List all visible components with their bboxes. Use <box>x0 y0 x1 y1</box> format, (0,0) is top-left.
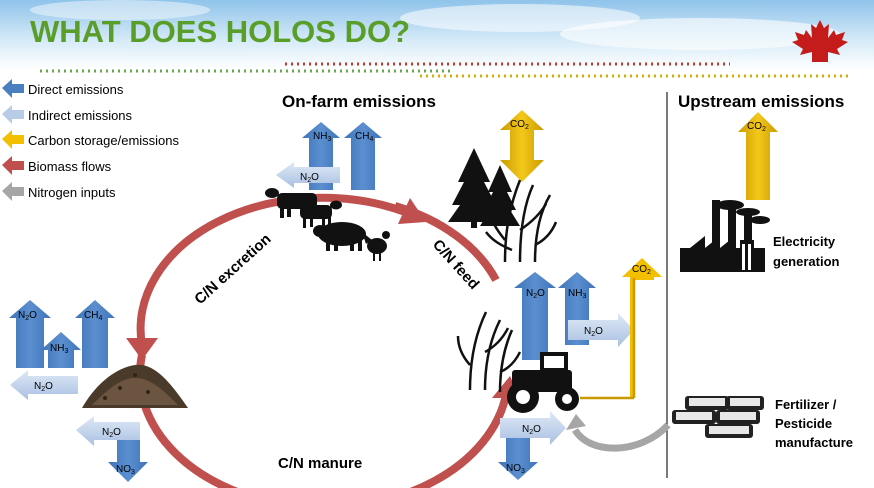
cow-icon <box>300 200 342 228</box>
legend-label-nitrogen: Nitrogen inputs <box>28 185 116 200</box>
legend-label-biomass: Biomass flows <box>28 159 112 174</box>
section-title-upstream: Upstream emissions <box>678 92 844 111</box>
label-electricity-line2: generation <box>773 254 840 269</box>
arrow-manure-n2o <box>9 300 51 368</box>
gas-manure-nh3: NH3 <box>50 343 68 355</box>
upstream-co2: CO2 <box>738 112 778 200</box>
soil-emissions-right: N2O NO3 <box>498 411 566 480</box>
cloud <box>560 18 840 50</box>
arrow-carbon-trees <box>500 110 544 182</box>
arrow-manure-leach-n2o <box>76 416 140 446</box>
chicken-icon <box>362 231 390 261</box>
legend-label-direct: Direct emissions <box>28 82 124 97</box>
arrow-soil-no3 <box>498 438 538 480</box>
arrow-soil-n2o <box>500 411 566 445</box>
arrow-manure-ch4 <box>75 300 115 368</box>
legend-label-carbon: Carbon storage/emissions <box>28 133 180 148</box>
biomass-cycle: C/N excretion C/N feed C/N manure <box>126 193 520 488</box>
cloud <box>400 4 640 32</box>
arrow-nitrogen-input-head <box>566 414 586 430</box>
label-fertilizer-line2: Pesticide <box>775 416 832 431</box>
maple-leaf-icon <box>792 20 848 62</box>
manure-pile-icon <box>82 364 188 408</box>
cycle-arc-bottom <box>135 354 510 488</box>
label-cn-excretion: C/N excretion <box>191 231 274 308</box>
arrow-crop-indirect-n2o <box>568 313 634 347</box>
arrow-fuel-co2 <box>622 258 662 398</box>
arrow-manure-indirect-n2o <box>10 370 78 400</box>
legend-arrow-nitrogen <box>2 182 24 201</box>
arrow-manure-nh3 <box>41 332 81 368</box>
arrow-animal-n2o <box>276 162 340 188</box>
legend-arrow-carbon <box>2 130 24 149</box>
livestock-silhouettes <box>265 188 390 261</box>
fertilizer-bags-icon <box>672 396 764 438</box>
manure-emissions: N2O NH3 CH4 N2O N2O NO3 <box>9 300 148 482</box>
factory-icon <box>680 200 770 272</box>
gas-fuel-co2: CO2 <box>632 264 651 276</box>
crop-emissions: N2O NH3 N2O CO2 <box>514 258 662 400</box>
gas-animal-nh3: NH3 <box>313 131 331 143</box>
label-electricity-line1: Electricity <box>773 234 836 249</box>
gas-animal-n2o: N2O <box>300 172 319 184</box>
page-title: WHAT DOES HOLOS DO? <box>30 14 410 49</box>
legend-arrow-indirect <box>2 105 24 124</box>
arrow-crop-n2o <box>514 272 556 360</box>
label-fertilizer-line3: manufacture <box>775 435 853 450</box>
label-cn-manure: C/N manure <box>278 455 362 472</box>
corn-field-icon <box>456 311 522 393</box>
animal-emissions: NH3 CH4 N2O <box>276 122 382 190</box>
gas-animal-ch4: CH4 <box>355 131 373 143</box>
cycle-arrowhead-excretion <box>126 338 158 360</box>
section-title-on-farm: On-farm emissions <box>282 92 436 111</box>
legend-arrow-direct <box>2 79 24 98</box>
gas-upstream-co2: CO2 <box>747 121 766 133</box>
cloud <box>30 0 210 20</box>
carbon-storage-arrow: CO2 <box>500 110 544 182</box>
arrow-manure-no3 <box>108 440 148 482</box>
arrow-nitrogen-input <box>572 422 671 452</box>
gas-crop-nh3: NH3 <box>568 288 586 300</box>
tractor-icon <box>507 352 579 413</box>
arrow-animal-ch4 <box>344 122 382 190</box>
cycle-arrowhead-feed <box>398 198 426 224</box>
gas-manure-n2o: N2O <box>18 310 37 322</box>
label-fertilizer-line1: Fertilizer / <box>775 397 837 412</box>
cycle-arc-top-left <box>136 193 407 346</box>
legend: Direct emissions Indirect emissions Carb… <box>2 79 180 201</box>
gas-manure-no3: NO3 <box>116 464 135 476</box>
gas-manure-indirect-n2o: N2O <box>34 381 53 393</box>
gas-trees-co2: CO2 <box>510 119 529 131</box>
label-cn-feed: C/N feed <box>429 236 482 293</box>
gas-manure-ch4: CH4 <box>84 310 102 322</box>
legend-label-indirect: Indirect emissions <box>28 108 133 123</box>
gas-soil-no3: NO3 <box>506 463 525 475</box>
pig-icon <box>313 222 366 251</box>
gas-soil-n2o: N2O <box>522 424 541 436</box>
arrow-upstream-co2 <box>738 112 778 200</box>
corn-icon <box>485 179 558 263</box>
gas-crop-n2o: N2O <box>526 288 545 300</box>
gas-crop-indirect-n2o: N2O <box>584 326 603 338</box>
legend-arrow-biomass <box>2 156 24 175</box>
gas-manure-leach-n2o: N2O <box>102 427 121 439</box>
